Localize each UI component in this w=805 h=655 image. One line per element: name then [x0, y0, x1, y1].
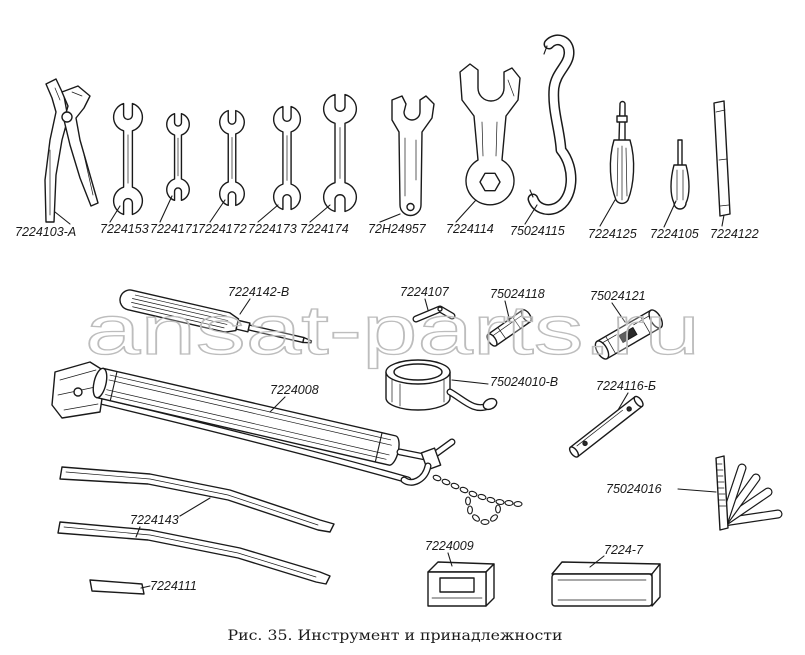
- label-72n24957: 72Н24957: [368, 222, 427, 236]
- figure-caption: Рис. 35. Инструмент и принадлежности: [228, 628, 563, 644]
- label-7224142-v: 7224142-В: [228, 285, 289, 299]
- label-7224009: 7224009: [425, 539, 474, 553]
- label-75024016: 75024016: [606, 482, 662, 496]
- label-7224008: 7224008: [270, 383, 319, 397]
- key-7224107: [412, 305, 456, 323]
- label-7224172: 7224172: [198, 222, 247, 236]
- rod-7224122: [713, 100, 731, 217]
- plate-7224111: [89, 579, 145, 595]
- wrench-7224171: [166, 113, 190, 201]
- wrench-7224173: [272, 105, 302, 211]
- wrench-72n24957: [391, 95, 435, 217]
- label-7224-7: 7224-7: [604, 543, 644, 557]
- watermark: ansat-parts.ru: [85, 291, 700, 369]
- box-wrench-7224116-b: [568, 395, 644, 458]
- strap-7224143-lower: [57, 521, 331, 585]
- box-7224009: [427, 561, 495, 607]
- label-7224174: 7224174: [300, 222, 349, 236]
- wrench-7224114: [459, 63, 521, 206]
- label-75024121: 75024121: [590, 289, 646, 303]
- label-7224171: 7224171: [150, 222, 199, 236]
- wrench-7224153: [112, 102, 144, 216]
- label-7224105: 7224105: [650, 227, 699, 241]
- label-75024010-v: 75024010-В: [490, 375, 558, 389]
- label-7224173: 7224173: [248, 222, 297, 236]
- pliers-7224103-a: [44, 78, 99, 223]
- label-75024118: 75024118: [490, 287, 545, 301]
- wrench-7224172: [219, 109, 245, 207]
- screwdriver-7224142-v: [119, 289, 313, 344]
- screwdriver-7224105: [670, 139, 690, 210]
- label-7224122: 7224122: [710, 227, 759, 241]
- label-7224107: 7224107: [400, 285, 450, 299]
- pump-chain: [432, 474, 523, 525]
- screwdriver-7224125: [609, 100, 635, 205]
- label-7224114: 7224114: [446, 222, 494, 236]
- socket-75024121: [594, 309, 664, 360]
- hook-spanner-75024115: [527, 34, 577, 216]
- label-7224125: 7224125: [588, 227, 637, 241]
- label-7224111: 7224111: [150, 579, 197, 593]
- feeler-gauge-75024016: [715, 455, 783, 531]
- leader-lines: [54, 195, 725, 589]
- label-7224143: 7224143: [130, 513, 179, 527]
- pump-7224008: [51, 361, 523, 525]
- label-75024115: 75024115: [510, 224, 565, 238]
- label-7224103-a: 7224103-А: [15, 225, 76, 239]
- wrench-7224174: [322, 93, 358, 213]
- strap-7224143-upper: [59, 466, 335, 533]
- box-7224-7: [551, 561, 661, 607]
- socket-75024118: [486, 309, 533, 347]
- label-7224153: 7224153: [100, 222, 149, 236]
- pressure-gauge-75024010-v: [385, 359, 498, 411]
- part-labels: 7224103-А 7224153 7224171 7224172 722417…: [15, 222, 759, 593]
- label-7224116-b: 7224116-Б: [596, 379, 656, 393]
